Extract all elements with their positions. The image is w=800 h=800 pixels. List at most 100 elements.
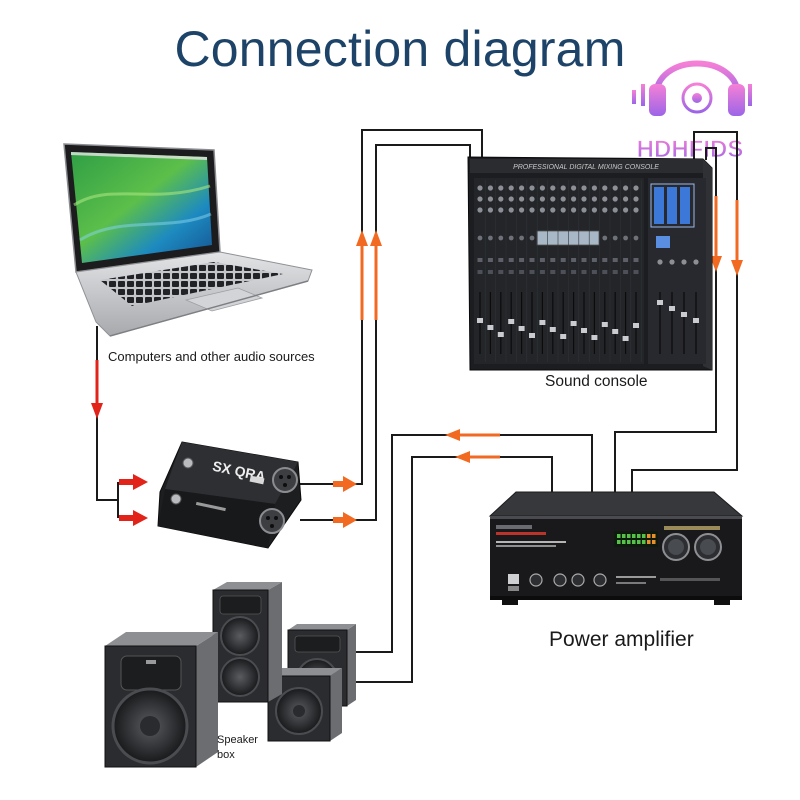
console-button [571, 270, 577, 274]
amp-led [642, 534, 646, 538]
amp-led [642, 540, 646, 544]
console-knob [612, 185, 618, 191]
console-fader-slot [489, 292, 491, 354]
console-fader-cap [657, 300, 663, 305]
console-knob [633, 196, 639, 202]
console-fader-cap [669, 306, 675, 311]
console-button [519, 258, 525, 262]
console-fader-cap [487, 325, 494, 330]
speaker-label-line1: Speaker [217, 734, 258, 746]
console-button [529, 258, 535, 262]
quarter-inch-jack [170, 493, 182, 505]
signal-arrow-left-orange [455, 451, 500, 463]
di-box-icon: SX QRA [157, 441, 302, 549]
console-panel-text: PROFESSIONAL DIGITAL MIXING CONSOLE [513, 164, 659, 171]
console-button [560, 258, 566, 262]
console-fader-cap [477, 318, 483, 323]
console-knob [612, 207, 618, 213]
speaker-cabinet-large [104, 632, 218, 768]
console-knob [477, 196, 483, 202]
signal-arrow-down-orange [731, 200, 743, 276]
signal-arrow-right-red [119, 510, 148, 526]
console-knob [623, 207, 629, 213]
source-label: Computers and other audio sources [108, 349, 315, 364]
console-fader-slot [562, 292, 564, 354]
console-fader-cap [539, 320, 546, 325]
console-button [487, 270, 493, 274]
console-knob [591, 185, 598, 191]
console-knob [571, 196, 577, 202]
console-knob [498, 185, 504, 191]
console-knob [581, 207, 587, 213]
console-knob [487, 207, 493, 213]
signal-arrow-right-orange [333, 476, 357, 492]
console-knob [488, 235, 493, 241]
cable-di-to-console-b [300, 144, 471, 521]
amp-led [632, 540, 636, 544]
power-amplifier-icon [488, 491, 744, 605]
console-knob [669, 259, 675, 265]
amp-led [652, 534, 656, 538]
speaker-icon [104, 582, 356, 768]
amp-led [652, 540, 656, 544]
console-knob [602, 196, 608, 202]
console-knob [508, 235, 514, 241]
console-knob [519, 196, 525, 202]
console-knob [539, 207, 546, 213]
xlr-jack [259, 508, 285, 534]
console-knob [623, 235, 628, 241]
console-knob [529, 207, 535, 213]
console-button [612, 258, 618, 262]
console-fader-slot [683, 292, 685, 354]
console-knob [550, 185, 556, 191]
console-fader-slot [614, 292, 616, 354]
console-fader-slot [552, 292, 554, 354]
console-knob [508, 196, 514, 202]
console-button [571, 258, 577, 262]
console-fader-cap [633, 323, 639, 328]
console-button [581, 258, 587, 262]
console-button [560, 270, 566, 274]
amp-led [617, 534, 621, 538]
laptop-icon [63, 143, 313, 337]
console-knob [693, 259, 699, 265]
signal-arrow-right-orange [333, 512, 357, 528]
console-fader-cap [508, 319, 515, 324]
brand-logo: HDHFIDS [632, 60, 752, 163]
console-fader-slot [659, 292, 661, 354]
amp-led [632, 534, 636, 538]
console-button [508, 270, 514, 274]
console-button [623, 258, 629, 262]
console-fader-cap [570, 321, 577, 326]
signal-arrow-up-orange [356, 230, 368, 320]
console-knob [519, 207, 525, 213]
console-button [633, 258, 639, 262]
console-label: Sound console [545, 373, 648, 390]
console-knob [602, 207, 608, 213]
signal-arrow-right-red [119, 474, 148, 490]
console-knob [591, 207, 598, 213]
console-knob [602, 235, 608, 241]
page-title: Connection diagram [174, 21, 626, 77]
console-meter [680, 187, 690, 224]
console-channel-strips [477, 180, 699, 362]
console-knob [560, 196, 566, 202]
amp-led [637, 534, 641, 538]
console-lcd-display [536, 230, 600, 246]
amp-led [647, 540, 651, 544]
laptop-screen [71, 152, 212, 263]
laptop-trackpad [184, 287, 264, 312]
signal-arrow-down-red [91, 360, 103, 419]
console-knob [657, 259, 663, 265]
console-button [487, 258, 493, 262]
amp-led [617, 540, 621, 544]
console-fader-cap [518, 326, 525, 331]
console-knob [519, 235, 524, 241]
cable-di-to-console-a [300, 129, 483, 485]
console-fader-slot [671, 292, 673, 354]
console-fader-slot [583, 292, 585, 354]
console-knob [508, 207, 514, 213]
amp-led [622, 540, 626, 544]
console-knob [529, 235, 535, 241]
console-fader-cap [681, 312, 687, 317]
